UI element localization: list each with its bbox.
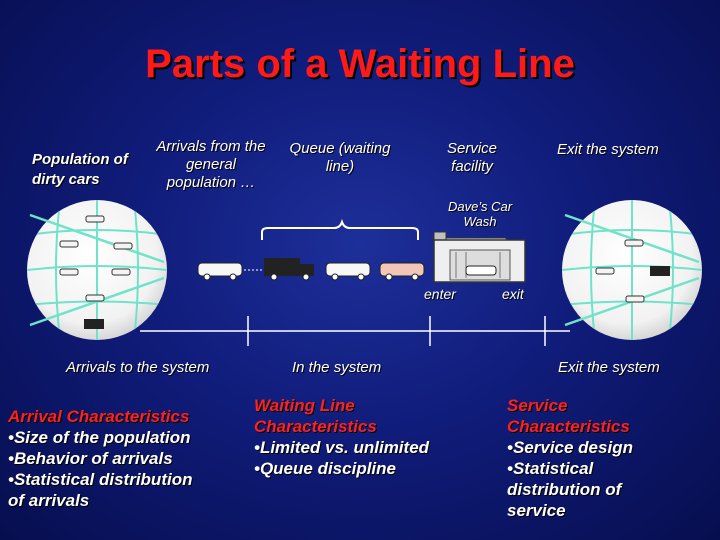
waiting-line-item: •Queue discipline: [254, 459, 396, 478]
page-title: Parts of a Waiting Line: [145, 42, 575, 86]
in-system-label: In the system: [292, 359, 382, 376]
population-sphere-left: [27, 200, 167, 340]
exit-label: exit: [502, 286, 524, 302]
arrival-item: •Size of the population: [8, 428, 191, 447]
arrival-item: •Behavior of arrivals: [8, 449, 173, 468]
arrivals-to-system-label: Arrivals to the system: [66, 359, 210, 376]
arrival-characteristics: Arrival Characteristics •Size of the pop…: [8, 406, 213, 511]
queue-brace: [261, 218, 419, 240]
arrival-characteristics-heading: Arrival Characteristics: [8, 407, 190, 426]
service-item: •Statistical distribution of service: [507, 459, 622, 520]
system-timeline: [140, 316, 570, 346]
arrival-item: •Statistical distribution of arrivals: [8, 470, 193, 510]
waiting-line-characteristics: Waiting Line Characteristics •Limited vs…: [254, 395, 454, 479]
service-facility-label: Service facility: [446, 140, 498, 175]
enter-label: enter: [424, 286, 456, 302]
arrivals-label: Arrivals from the general population …: [156, 138, 266, 191]
queue-label: Queue (waiting line): [289, 140, 391, 175]
service-characteristics: Service Characteristics •Service design …: [507, 395, 657, 521]
car-wash-building: [430, 231, 527, 283]
exit-system-label: Exit the system: [558, 359, 660, 376]
exit-label-top: Exit the system: [557, 141, 659, 158]
exit-sphere-right: [562, 200, 702, 340]
queue-cars: [197, 258, 425, 281]
population-label: Population of dirty cars: [32, 151, 128, 188]
service-characteristics-heading: Service Characteristics: [507, 396, 630, 436]
car-wash-label: Dave’s Car Wash: [447, 199, 513, 229]
service-item: •Service design: [507, 438, 633, 457]
waiting-line-item: •Limited vs. unlimited: [254, 438, 430, 457]
waiting-line-heading: Waiting Line Characteristics: [254, 396, 377, 436]
